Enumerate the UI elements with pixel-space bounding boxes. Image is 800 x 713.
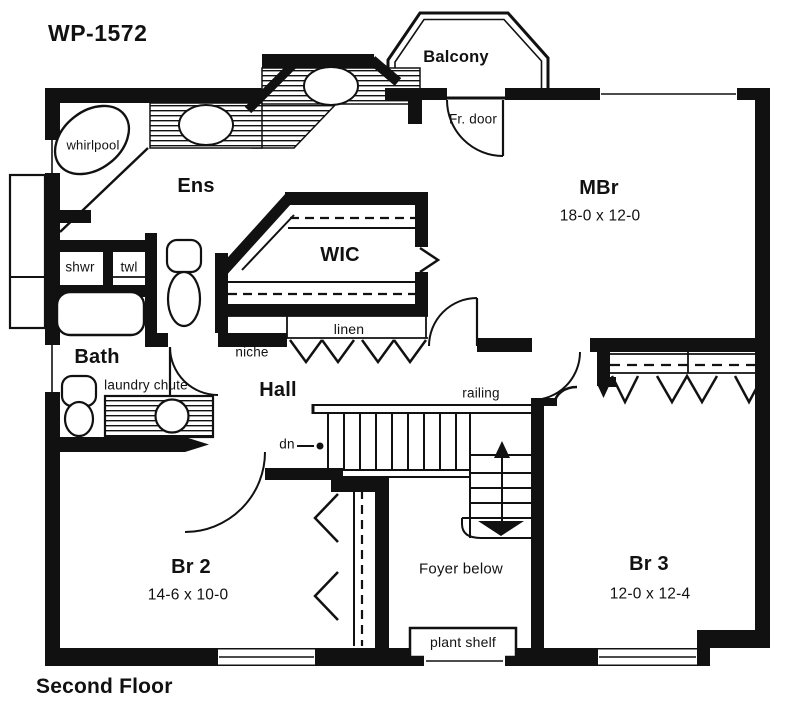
label-whirlpool: whirlpool — [66, 137, 120, 153]
mbr-door-arc — [428, 297, 478, 347]
label-towel-closet: twl — [120, 259, 138, 275]
bathtub-icon — [55, 290, 146, 337]
room-label-hall: Hall — [259, 379, 297, 401]
label-plant-shelf: plant shelf — [429, 634, 497, 650]
label-niche: niche — [235, 344, 269, 360]
label-foyer-below: Foyer below — [419, 560, 503, 578]
staircase — [297, 385, 578, 539]
fixtures — [53, 104, 215, 439]
chimney-chase — [8, 173, 47, 330]
whirlpool-tub-icon — [53, 104, 131, 176]
room-dim-br3: 12-0 x 12-4 — [609, 585, 691, 603]
label-shower: shwr — [65, 259, 95, 275]
stair-direction-triangle — [478, 521, 524, 536]
label-laundry-chute: laundry chute — [104, 377, 188, 393]
label-down: dn — [279, 436, 295, 452]
toilet-icon — [165, 238, 203, 274]
room-label-br2: Br 2 — [171, 556, 211, 578]
room-label-bath: Bath — [74, 346, 120, 368]
railing-curve — [553, 385, 578, 404]
room-dim-mbr: 18-0 x 12-0 — [559, 207, 641, 225]
exterior-walls — [45, 88, 770, 666]
stair-newel-dot — [316, 442, 324, 450]
toilet-icon — [166, 270, 202, 328]
room-label-wic: WIC — [320, 244, 360, 266]
room-label-ens: Ens — [177, 175, 215, 197]
room-label-br3: Br 3 — [629, 553, 669, 575]
plan-number: WP-1572 — [48, 20, 148, 46]
laundry-chute-opening — [154, 398, 190, 434]
label-railing: railing — [462, 385, 500, 401]
br2-door-arc — [184, 451, 266, 533]
room-label-mbr: MBr — [579, 177, 619, 199]
toilet-icon — [63, 400, 95, 438]
room-dim-br2: 14-6 x 10-0 — [147, 586, 229, 604]
room-label-balcony: Balcony — [423, 47, 489, 66]
door-swings — [168, 99, 581, 533]
floor-title: Second Floor — [36, 675, 173, 698]
tub-platform-edge — [59, 147, 149, 233]
closets-shelves — [113, 206, 765, 646]
plant-shelf-box — [408, 626, 518, 667]
label-french-door: Fr. door — [448, 111, 498, 127]
stair-up-arrow — [494, 441, 510, 458]
vanity-sink-icon — [303, 66, 359, 106]
windows — [45, 89, 737, 665]
vanity-sink-icon — [178, 104, 234, 146]
label-linen: linen — [333, 321, 365, 337]
br3-door-arc — [531, 351, 581, 401]
french-door-arc — [446, 99, 504, 157]
